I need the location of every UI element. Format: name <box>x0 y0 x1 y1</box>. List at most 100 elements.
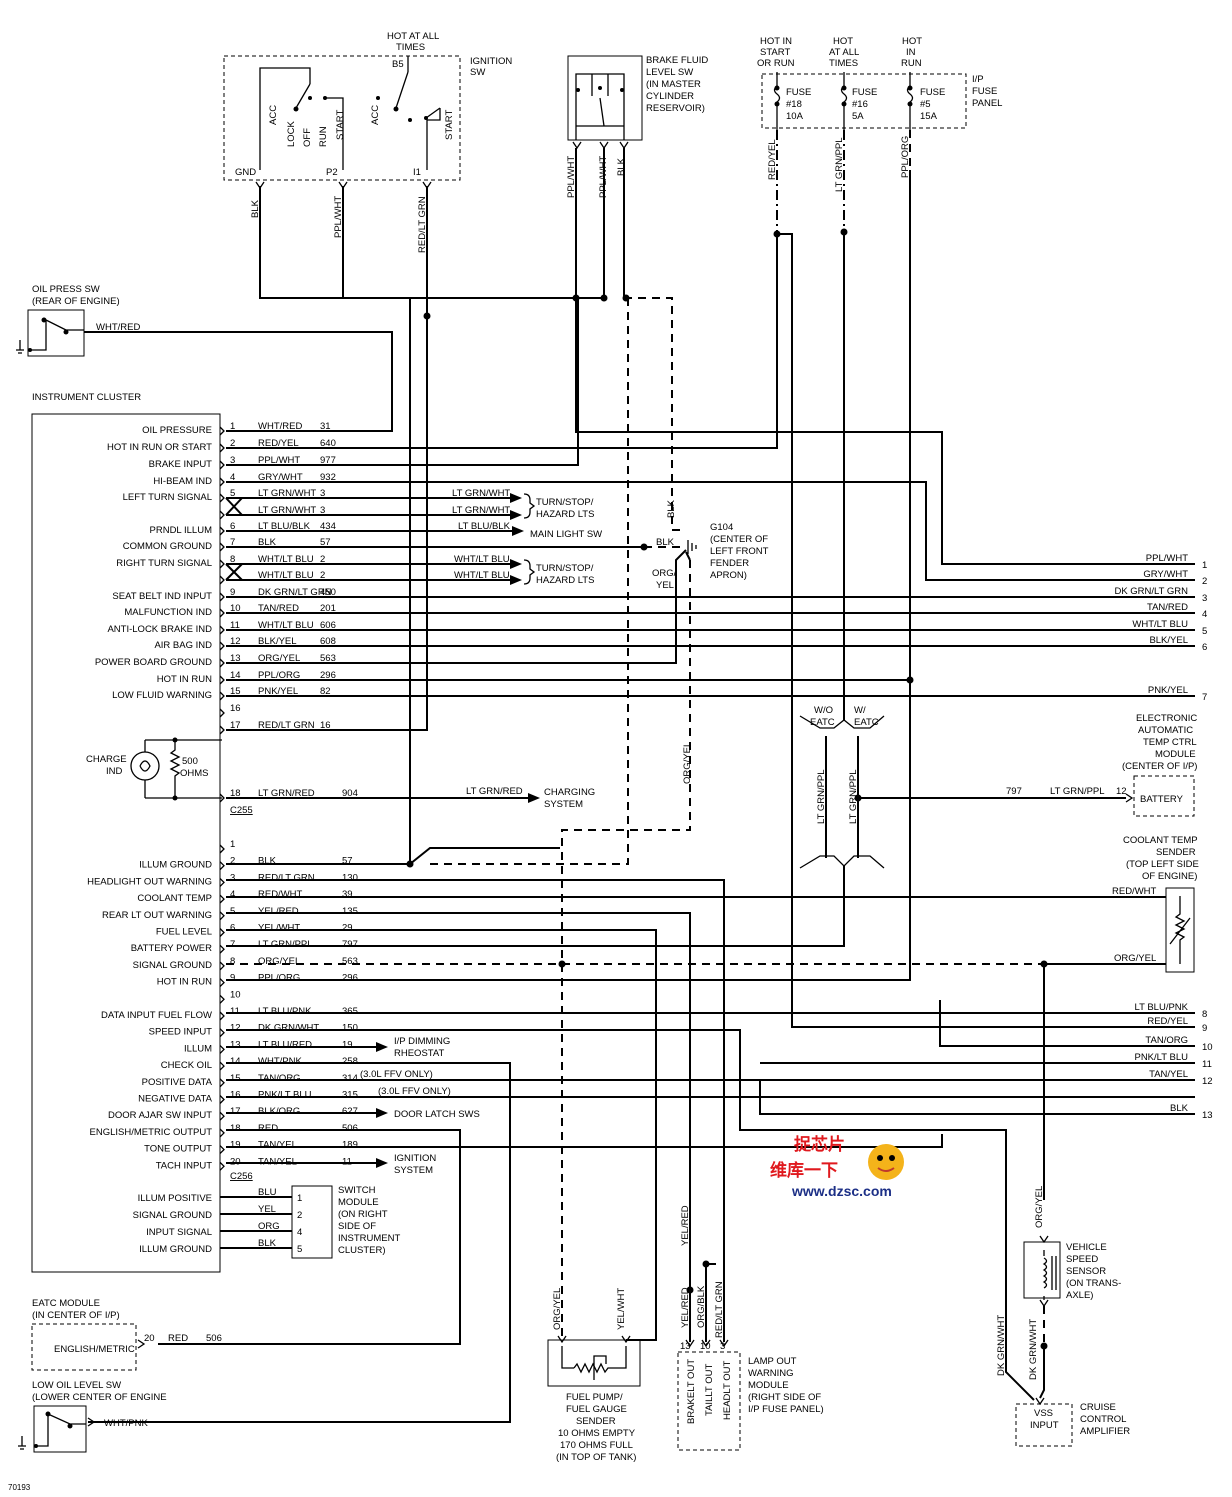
pin-number: 13 <box>230 653 241 664</box>
turn-lts-label: TURN/STOP/ <box>536 563 594 574</box>
pin-number: 2 <box>230 438 235 449</box>
wire-label: TAN/YEL <box>258 1156 297 1167</box>
pin-number: 1 <box>230 421 235 432</box>
circuit-number: 608 <box>320 636 336 647</box>
pin-number: 3 <box>230 455 235 466</box>
wire-label: DK GRN/WHT <box>258 1023 319 1034</box>
connector-pin <box>219 894 225 904</box>
pin-number: 8 <box>230 554 235 565</box>
fuse-16: 5A <box>852 111 864 122</box>
instrument-cluster: INSTRUMENT CLUSTER <box>31 392 221 1273</box>
wire-label: RED/YEL <box>767 139 778 180</box>
circuit-number: 296 <box>342 973 358 984</box>
pin-label: PRNDL ILLUM <box>150 525 213 536</box>
pin-label: HOT IN RUN <box>157 977 212 988</box>
pin-number: 1 <box>297 1193 302 1204</box>
eatc-option: W/O EATC W/ EATC LT GRN/PPL LT GRN/PPL E… <box>226 130 1197 947</box>
eatc-module-label: TEMP CTRL <box>1143 737 1197 748</box>
watermark-url: www.dzsc.com <box>791 1183 892 1199</box>
pin-label: BATTERY POWER <box>131 943 212 954</box>
eatc-option-label: EATC <box>854 717 879 728</box>
connector-name: C255 <box>230 805 253 816</box>
pin-number: 11 <box>230 1006 240 1017</box>
connector-pin <box>219 994 225 1004</box>
fuse-panel-title: PANEL <box>972 98 1002 109</box>
pin-number: 1 <box>1202 560 1207 571</box>
fuel-pump-gauge-sender: ORG/YEL YEL/WHT FUEL PUMP/ FUEL GAUGE SE… <box>547 1288 641 1463</box>
circuit-number: 57 <box>320 537 331 548</box>
wire-label: DK GRN/WHT <box>1028 1319 1039 1380</box>
cruise-label: AMPLIFIER <box>1080 1426 1130 1437</box>
ign-gnd: GND <box>235 167 256 178</box>
coolant-sender-label: COOLANT TEMP <box>1123 835 1198 846</box>
fuse-hot-label: HOT <box>833 36 853 47</box>
circuit-number: 932 <box>320 472 336 483</box>
resistor-label: 500 <box>182 756 198 767</box>
wire-label: YEL <box>258 1204 276 1215</box>
pin-number: 3 <box>230 872 235 883</box>
circuit-number: 150 <box>342 1023 358 1034</box>
vss-label: VEHICLE <box>1066 1242 1107 1253</box>
pin-number: 4 <box>230 472 235 483</box>
wire-label: BLK <box>258 1238 277 1249</box>
wire-label: BLK <box>666 499 677 518</box>
pin-label: ENGLISH/METRIC OUTPUT <box>90 1127 213 1138</box>
coolant-temp-sender: COOLANT TEMP SENDER (TOP LEFT SIDE OF EN… <box>1112 835 1199 973</box>
circuit-number: 434 <box>320 521 336 532</box>
pin-label: SIGNAL GROUND <box>133 1210 212 1221</box>
pin-number: 7 <box>230 537 235 548</box>
charge-ind-label: IND <box>106 766 123 777</box>
fuse-panel-title: I/P <box>972 74 984 85</box>
switch-module-title: INSTRUMENT <box>338 1233 400 1244</box>
wire-label: WHT/LT BLU <box>258 554 314 565</box>
pin-number: 18 <box>230 788 241 799</box>
eatc-module-label: AUTOMATIC <box>1138 725 1193 736</box>
pin-number: 17 <box>230 720 241 731</box>
pin-label: LOW FLUID WARNING <box>112 690 212 701</box>
wire-label: RED <box>168 1333 188 1344</box>
connector-pin <box>219 575 225 585</box>
lamp-out-inner: BRAKELT OUT <box>686 1359 697 1424</box>
wire-label: YEL/RED <box>680 1205 691 1246</box>
cruise-label: CONTROL <box>1080 1414 1126 1425</box>
circuit-number: 2 <box>320 554 325 565</box>
pin-number: 6 <box>230 521 235 532</box>
fuel-sender-label: 10 OHMS EMPTY <box>558 1428 636 1439</box>
pin-number: 15 <box>230 686 241 697</box>
fuse-hot-label: HOT IN <box>760 36 792 47</box>
wire-label: YEL/WHT <box>616 1288 627 1330</box>
vss-label: (ON TRANS- <box>1066 1278 1121 1289</box>
pin-number: 12 <box>230 1023 241 1034</box>
connector-pin <box>219 1095 225 1104</box>
vss-label: SPEED <box>1066 1254 1098 1265</box>
eatc-module-label: MODULE <box>1155 749 1196 760</box>
wire-label: LT GRN/RED <box>258 788 315 799</box>
eatc-option-label: EATC <box>810 717 835 728</box>
ffv-note: (3.0L FFV ONLY) <box>378 1086 451 1097</box>
wire-label: TAN/YEL <box>1149 1069 1188 1080</box>
circuit-number: 16 <box>320 720 331 731</box>
wire-label: BLK/ORG <box>258 1106 300 1117</box>
wire-label: DK GRN/LT GRN <box>258 587 332 598</box>
connector-pin <box>219 844 225 854</box>
wire-label: LT GRN/PPL <box>1050 786 1105 797</box>
pin-number: 6 <box>1202 642 1207 653</box>
watermark: 捉芯片 维库一下 www.dzsc.com <box>770 1134 904 1199</box>
resistor-label: OHMS <box>180 768 209 779</box>
connector-pin <box>219 911 225 921</box>
connector-pin <box>219 443 225 453</box>
wire-label: TAN/ORG <box>1145 1035 1188 1046</box>
wire-label: LT BLU/PNK <box>1134 1002 1188 1013</box>
pin-label: COMMON GROUND <box>123 541 212 552</box>
wire-label: WHT/PNK <box>258 1056 302 1067</box>
connector-pin <box>219 1044 225 1054</box>
eatc-battery-label: BATTERY <box>1140 794 1184 805</box>
ign-lock: LOCK <box>286 120 297 147</box>
wire-label: LT GRN/PPL <box>848 769 859 824</box>
pin-number: 16 <box>230 703 241 714</box>
wire-label: GRY/WHT <box>1143 569 1188 580</box>
wire-label: BLK <box>616 157 627 176</box>
wire-label: ORG/ <box>652 568 677 579</box>
